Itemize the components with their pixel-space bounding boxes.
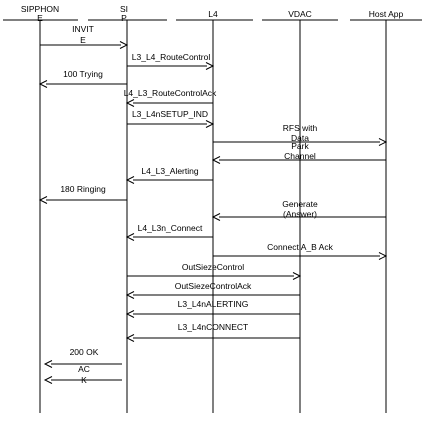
arrowhead-icon <box>292 272 302 280</box>
arrowhead-icon <box>125 310 135 318</box>
message-3: 100 Trying <box>38 69 127 88</box>
arrowhead-icon <box>378 252 388 260</box>
message-10: Generate(Answer) <box>211 199 386 221</box>
message-label: Channel <box>284 151 316 161</box>
message-12: Connect A_B Ack <box>213 242 388 260</box>
message-label: Connect A_B Ack <box>267 242 333 252</box>
lane-label-l4: L4 <box>208 9 218 19</box>
arrowhead-icon <box>125 291 135 299</box>
message-17: 200 OK <box>43 347 122 368</box>
lane-hostapp: Host App <box>350 9 422 413</box>
arrowhead-icon <box>125 233 135 241</box>
arrowhead-icon <box>38 196 48 204</box>
message-14: OutSiezeControlAck <box>125 281 300 299</box>
arrowhead-icon <box>43 360 53 368</box>
message-15: L3_L4nALERTING <box>125 299 300 318</box>
message-label: RFS with <box>283 123 318 133</box>
message-label: (Answer) <box>283 209 317 219</box>
message-label: L3_L4nCONNECT <box>178 322 248 332</box>
message-11: L4_L3n_Connect <box>125 223 213 241</box>
message-label: L3_L4nSETUP_IND <box>132 109 208 119</box>
message-label: L4_L3n_Connect <box>138 223 203 233</box>
message-label: INVIT <box>72 24 94 34</box>
lane-label-hostapp: Host App <box>369 9 404 19</box>
lane-label-sip: SI <box>120 4 128 14</box>
message-9: 180 Ringing <box>38 184 127 204</box>
arrowhead-icon <box>211 156 221 164</box>
message-label: K <box>81 375 87 385</box>
message-label: L4_L3_Alerting <box>141 166 198 176</box>
message-label: E <box>80 35 86 45</box>
message-4: L4_L3_RouteControlAck <box>124 88 217 107</box>
lane-label-vdac: VDAC <box>288 9 312 19</box>
arrowhead-icon <box>38 80 48 88</box>
lane-label-sip: P <box>121 13 127 23</box>
arrowhead-icon <box>125 334 135 342</box>
message-label: 180 Ringing <box>60 184 106 194</box>
message-8: L4_L3_Alerting <box>125 166 213 184</box>
lane-label-sipphone: SIPPHON <box>21 4 59 14</box>
arrowhead-icon <box>125 99 135 107</box>
arrowhead-icon <box>378 138 388 146</box>
arrowhead-icon <box>205 120 215 128</box>
message-label: AC <box>78 364 90 374</box>
message-label: OutSiezeControl <box>182 262 244 272</box>
arrowhead-icon <box>125 176 135 184</box>
message-label: Data <box>291 133 309 143</box>
message-label: L4_L3_RouteControlAck <box>124 88 217 98</box>
message-label: OutSiezeControlAck <box>175 281 252 291</box>
message-label: 200 OK <box>70 347 99 357</box>
arrowhead-icon <box>43 376 53 384</box>
message-5: L3_L4nSETUP_IND <box>127 109 215 128</box>
lane-label-sipphone: E <box>37 13 43 23</box>
arrowhead-icon <box>205 62 215 70</box>
message-2: L3_L4_RouteControl <box>127 52 215 70</box>
message-16: L3_L4nCONNECT <box>125 322 300 342</box>
arrowhead-icon <box>211 213 221 221</box>
message-label: L3_L4nALERTING <box>178 299 249 309</box>
lane-sip: SIP <box>88 4 167 413</box>
message-label: Generate <box>282 199 318 209</box>
message-label: L3_L4_RouteControl <box>132 52 211 62</box>
message-18: ACK <box>43 364 122 385</box>
message-13: OutSiezeControl <box>127 262 302 280</box>
arrowhead-icon <box>119 41 129 49</box>
lane-l4: L4 <box>176 9 253 413</box>
message-label: Park <box>291 141 309 151</box>
message-label: 100 Trying <box>63 69 103 79</box>
